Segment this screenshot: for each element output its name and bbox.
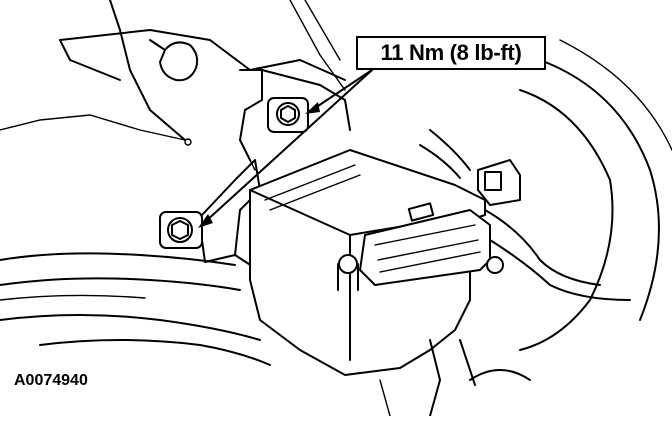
- arrowhead-upper: [305, 102, 320, 114]
- arrowhead-lower: [198, 214, 213, 228]
- upper-knob: [149, 39, 199, 82]
- figure-id: A0074940: [14, 372, 88, 389]
- right-structure: [419, 39, 672, 351]
- rivet: [184, 138, 192, 146]
- torque-callout: 11 Nm (8 lb-ft): [356, 36, 546, 70]
- frame-structure: [0, 0, 351, 171]
- leader-lower-bolt: [204, 69, 373, 223]
- leader-upper-bolt: [311, 69, 373, 111]
- harness-left: [0, 252, 271, 366]
- control-module: [249, 149, 491, 376]
- upper-bolt: [267, 97, 309, 133]
- leader-lines: [198, 69, 373, 228]
- lower-structure: [379, 339, 531, 417]
- lower-bolt: [159, 211, 203, 249]
